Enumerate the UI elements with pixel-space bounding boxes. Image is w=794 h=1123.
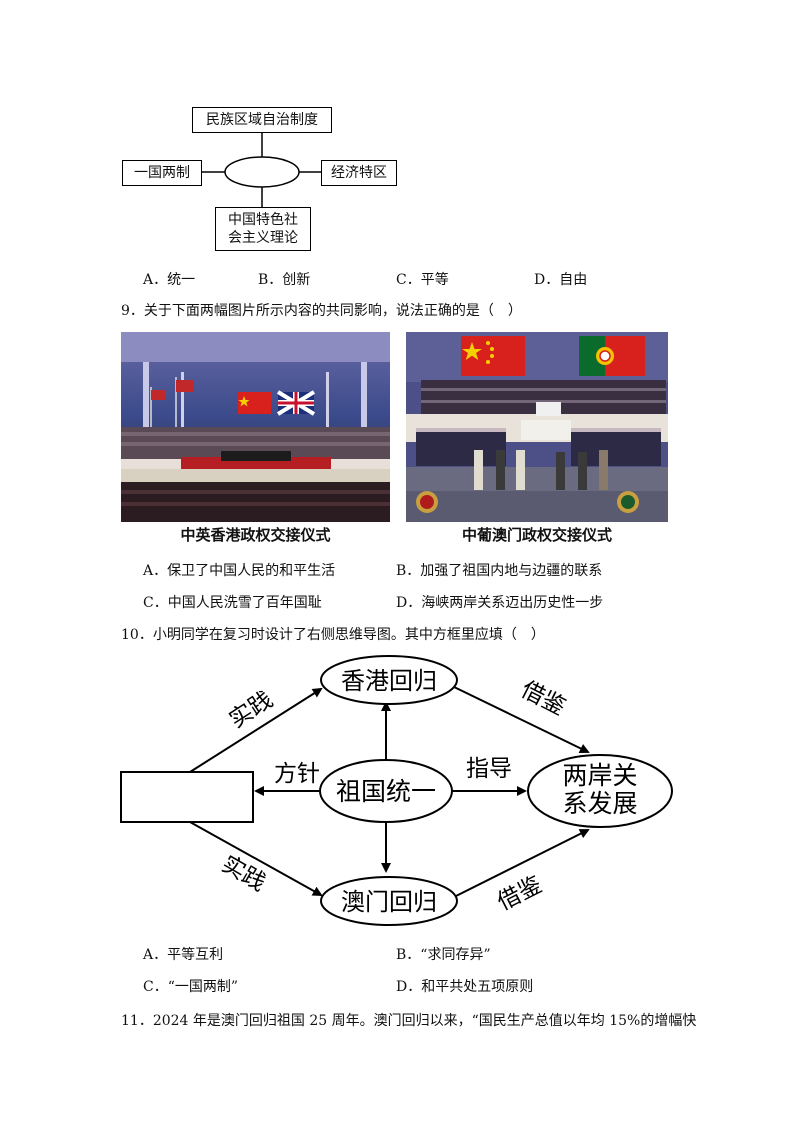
q10-option-a: A．平等互利 [143,947,224,963]
q9-option-b: B．加强了祖国内地与边疆的联系 [396,563,603,579]
macau-handover-illustration [406,332,668,522]
q8-option-c: C．平等 [396,272,449,288]
edge-label-policy: 方针 [274,761,320,787]
edge-label-reference-top: 借鉴 [517,677,570,721]
q8-option-d: D．自由 [534,272,588,288]
hk-handover-photo [121,332,390,522]
hk-handover-illustration [121,332,390,522]
q8-option-a: A．统一 [143,272,196,288]
q10-option-d: D．和平共处五项原则 [396,979,534,995]
edge-label-practice-bottom: 实践 [217,851,270,897]
node-special-economic-zone: 经济特区 [321,160,397,186]
edge-label-guide: 指导 [466,756,512,782]
q10-option-b: B．“求同存异” [396,947,491,963]
node-cross-strait-line1: 两岸关 [562,761,637,790]
q11-stem: 11．2024 年是澳门回归祖国 25 周年。澳门回归以来，“国民生产总值以年均… [121,1013,697,1029]
blank-answer-box [120,771,254,823]
q10-stem: 10．小明同学在复习时设计了右侧思维导图。其中方框里应填（ ） [121,627,545,643]
node-center-ellipse [319,759,453,823]
node-socialist-theory-line1: 中国特色社 [228,212,298,228]
q8-option-b: B．创新 [258,272,311,288]
node-center-label: 祖国统一 [336,777,436,806]
q9-stem: 9．关于下面两幅图片所示内容的共同影响，说法正确的是（ ） [121,303,522,319]
node-ethnic-autonomy: 民族区域自治制度 [192,107,332,133]
macau-handover-photo [406,332,668,522]
node-socialist-theory-line2: 会主义理论 [228,230,298,246]
mind-map: 香港回归 祖国统一 澳门回归 两岸关 系发展 实践 实践 方针 指导 借鉴 借鉴 [120,655,673,926]
node-cross-strait-ellipse [527,754,673,828]
edge-label-practice-top: 实践 [225,687,278,734]
node-hk-label: 香港回归 [341,667,437,695]
hk-caption: 中英香港政权交接仪式 [180,526,331,544]
node-macau-ellipse [320,876,458,926]
q9-option-d: D．海峡两岸关系迈出历史性一步 [396,595,604,611]
node-socialist-theory: 中国特色社 会主义理论 [215,207,311,251]
q9-option-a: A．保卫了中国人民的和平生活 [143,563,336,579]
blank-ellipse [224,156,300,188]
node-hk-ellipse [320,655,458,705]
macau-caption: 中葡澳门政权交接仪式 [461,526,612,544]
node-cross-strait-line2: 系发展 [562,789,637,818]
node-one-country-two-systems: 一国两制 [122,160,202,186]
q9-option-c: C．中国人民洗雪了百年国耻 [143,595,322,611]
edge-label-reference-bottom: 借鉴 [493,872,546,916]
q10-option-c: C．“一国两制” [143,979,239,995]
node-macau-label: 澳门回归 [341,888,437,916]
concept-diagram-lines [201,130,321,207]
